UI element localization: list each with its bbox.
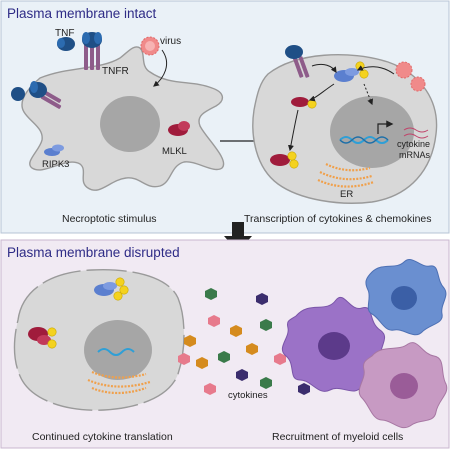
- signaling-dotted-arrow: [363, 83, 374, 106]
- bottom-panel-header: Plasma membrane disrupted: [7, 245, 180, 260]
- virus-entry-arrow: [153, 49, 167, 87]
- progression-arrow-down: [224, 222, 252, 252]
- caption-transcription: Transcription of cytokines & chemokines: [244, 213, 432, 225]
- cytokine-particles: [178, 288, 310, 395]
- nucleus-bottom: [84, 320, 152, 380]
- mlkl-phosphorylated-1: [291, 97, 317, 109]
- tnf-free-left: [11, 87, 25, 101]
- label-cytokines: cytokines: [228, 390, 268, 401]
- tnf-receptor-complex-top: [82, 32, 102, 70]
- dna-helix-bottom: [97, 348, 135, 356]
- myeloid-cell-purple: [281, 297, 386, 392]
- ripk3-protein: [44, 144, 64, 156]
- tnf-receptor-complex-left: [29, 81, 62, 109]
- tnf-free: [57, 37, 75, 51]
- mlkl-translocation-arrow: [287, 109, 299, 152]
- virus-icon: [140, 36, 160, 56]
- er-structure: [317, 163, 375, 188]
- ripk3-phosphorylated-bottom: [94, 277, 129, 301]
- label-mlkl: MLKL: [162, 146, 187, 157]
- nucleus-right: [330, 96, 414, 168]
- tnfr-to-ripk3-arrow: [311, 63, 337, 73]
- ripk3-to-mlkl-arrow: [308, 83, 335, 102]
- label-mrnas: mRNAs: [399, 150, 430, 160]
- mrna-strands: [403, 127, 429, 139]
- tnf-receptor-complex-right: [285, 45, 310, 78]
- caption-necroptotic-stimulus: Necroptotic stimulus: [62, 213, 157, 225]
- mlkl-protein: [168, 121, 190, 136]
- mlkl-membrane: [270, 151, 299, 169]
- label-ripk3: RIPK3: [42, 159, 69, 170]
- myeloid-cell-blue: [365, 259, 447, 336]
- label-er: ER: [340, 189, 353, 200]
- label-tnfr: TNFR: [102, 66, 129, 77]
- er-structure-bottom: [87, 370, 151, 395]
- myeloid-cell-pink: [358, 342, 448, 429]
- nucleus-left: [100, 96, 160, 152]
- virus-icon-right: [395, 61, 426, 92]
- top-panel-header: Plasma membrane intact: [7, 6, 157, 21]
- ripk3-phosphorylated: [334, 61, 369, 82]
- label-virus: virus: [160, 36, 181, 47]
- caption-continued-translation: Continued cytokine translation: [32, 431, 173, 443]
- caption-recruitment: Recruitment of myeloid cells: [272, 431, 403, 443]
- label-tnf: TNF: [55, 28, 74, 39]
- mlkl-phosphorylated-bottom: [28, 327, 57, 349]
- label-cytokine: cytokine: [397, 139, 430, 149]
- virus-to-ripk3-arrow: [356, 65, 395, 75]
- transcription-arrow: [377, 120, 394, 134]
